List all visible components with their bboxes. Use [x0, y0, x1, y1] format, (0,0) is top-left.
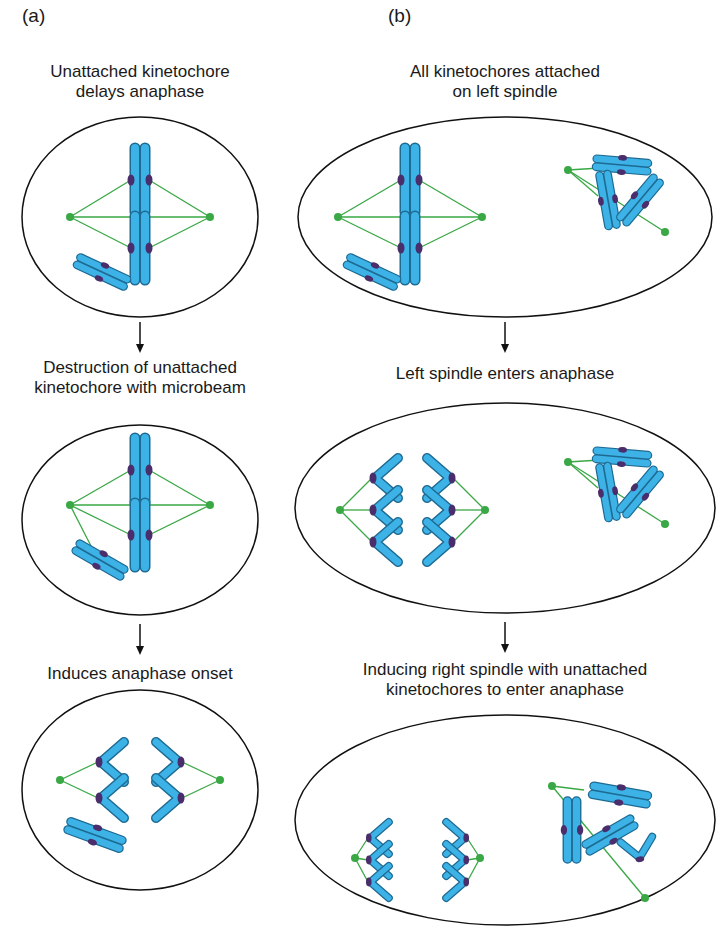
- step-caption: Left spindle enters anaphase: [355, 364, 655, 384]
- cell-b2: [336, 445, 669, 562]
- step-caption: Inducing right spindle with unattached k…: [340, 660, 670, 700]
- cell-a2: [66, 438, 214, 581]
- panel-letter: (a): [22, 6, 45, 26]
- step-caption: All kinetochores attached on left spindl…: [399, 62, 611, 102]
- cell-a1: [66, 148, 214, 292]
- step-caption: Unattached kinetochore delays anaphase: [35, 62, 245, 102]
- step-caption: Destruction of unattached kinetochore wi…: [22, 358, 258, 398]
- cell-b1: [334, 148, 669, 292]
- cell-outlines: [22, 117, 715, 925]
- step-caption: Induces anaphase onset: [22, 664, 258, 684]
- panel-letter: (b): [388, 6, 411, 26]
- cell-b3: [351, 780, 656, 902]
- cell-a3: [56, 742, 224, 854]
